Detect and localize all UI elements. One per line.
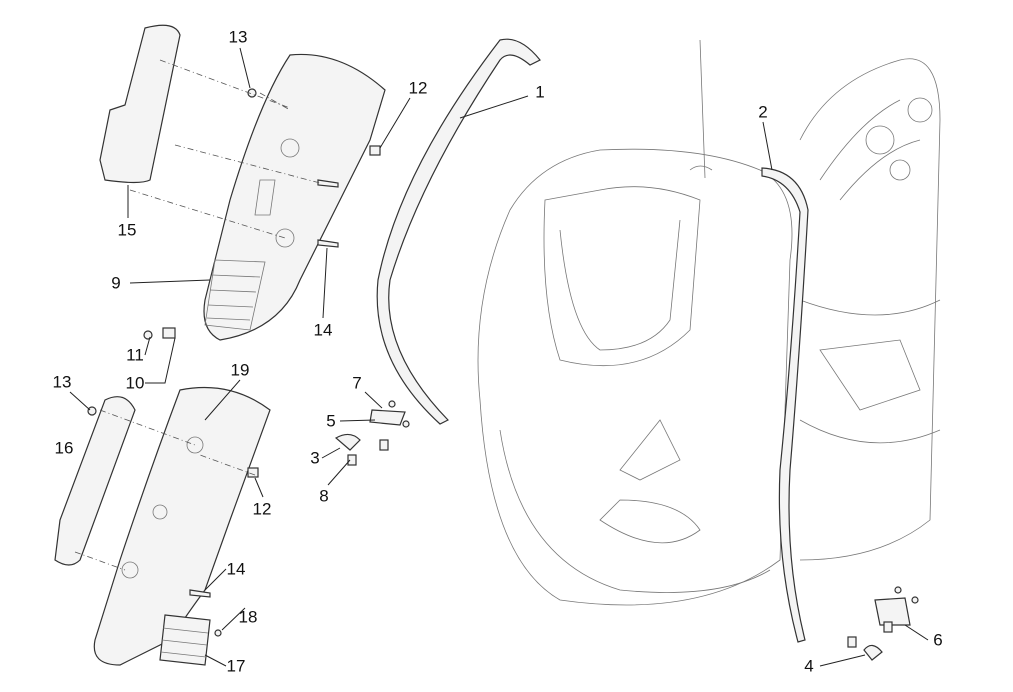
callout-12: 12 [252,499,272,519]
front-shield [477,39,941,606]
part-1-seal-strip [376,38,541,425]
callout-5: 5 [326,411,336,431]
callout-17: 17 [226,656,246,676]
callout-15: 15 [117,220,137,240]
callout-14: 14 [313,320,333,340]
callout-3: 3 [310,448,320,468]
part-2-seal-strip [761,167,809,643]
part-9-grille [204,259,266,331]
callout-14: 14 [226,559,246,579]
callout-19: 19 [230,360,250,380]
callout-7: 7 [352,373,362,393]
leader-lines [69,47,929,667]
part-19-inner-panel [93,386,271,666]
part-16-cover [54,396,136,566]
callout-13: 13 [52,372,72,392]
callout-6: 6 [933,630,943,650]
callout-8: 8 [319,486,329,506]
callout-16: 16 [54,438,74,458]
callout-11: 11 [126,345,144,365]
callout-9: 9 [111,273,121,293]
callout-1: 1 [535,82,545,102]
callout-13: 13 [228,27,248,47]
part-15-cover [99,24,181,184]
callout-2: 2 [758,102,768,122]
callout-4: 4 [804,656,814,676]
callout-18: 18 [238,607,258,627]
callout-10: 10 [125,373,145,393]
part-9-inner-panel [203,53,386,341]
callout-12: 12 [408,78,428,98]
part-17-grille [159,614,211,666]
